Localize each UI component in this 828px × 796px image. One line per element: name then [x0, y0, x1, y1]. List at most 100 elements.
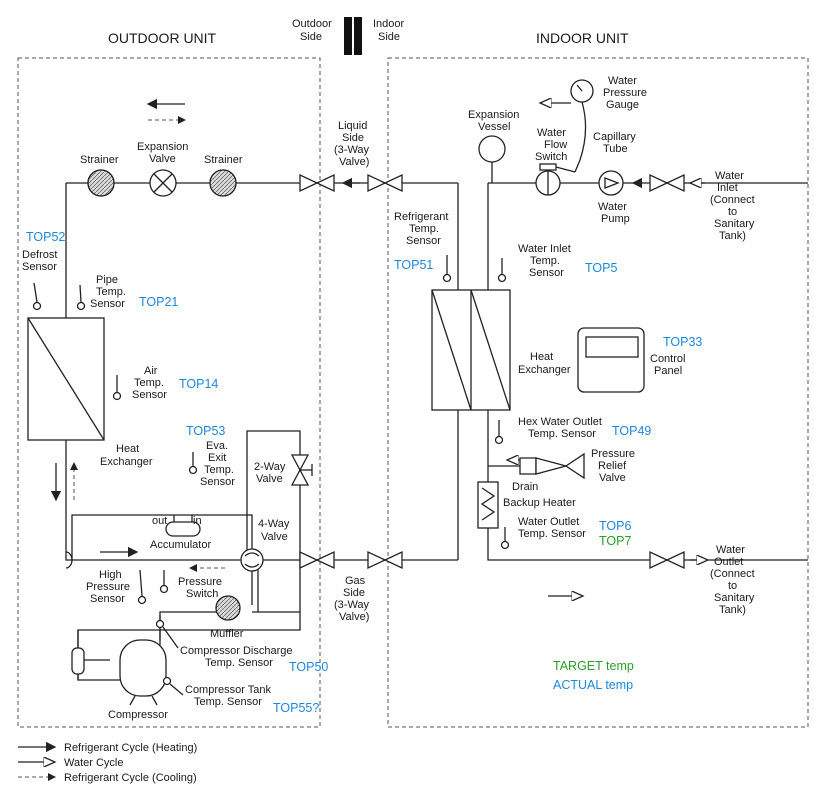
high-pressure-sensor	[137, 569, 147, 605]
defrost-sensor-label: Defrost Sensor	[22, 249, 57, 273]
svg-text:Flow: Flow	[544, 139, 567, 151]
tag-top6: TOP6	[599, 519, 631, 533]
indoor-heat-exchanger-label: Heat Exchanger	[518, 351, 571, 376]
gas-side-valve-outdoor	[299, 550, 335, 570]
svg-text:Pressure: Pressure	[603, 87, 647, 99]
svg-text:Tank): Tank)	[719, 604, 746, 616]
water-pressure-gauge-label: Water Pressure Gauge	[603, 75, 647, 111]
drain-label: Drain	[512, 481, 538, 493]
key-actual-temp: ACTUAL temp	[553, 678, 633, 692]
hex-water-outlet-temp-sensor-label: Hex Water Outlet Temp. Sensor	[518, 416, 602, 440]
four-way-valve	[240, 548, 264, 572]
svg-text:(3-Way: (3-Way	[334, 599, 370, 611]
tag-top5: TOP5	[585, 261, 617, 275]
svg-text:Temp. Sensor: Temp. Sensor	[518, 528, 586, 540]
eva-exit-temp-sensor-label: Eva. Exit Temp. Sensor	[200, 440, 235, 488]
refrigerant-temp-sensor	[442, 255, 452, 283]
air-temp-sensor	[112, 375, 122, 401]
svg-text:Inlet: Inlet	[717, 182, 738, 194]
svg-text:Side: Side	[343, 587, 365, 599]
svg-text:Tube: Tube	[603, 143, 628, 155]
control-panel	[577, 327, 645, 393]
air-temp-sensor-label: Air Temp. Sensor	[132, 365, 167, 401]
svg-text:Temp.: Temp.	[530, 255, 560, 267]
strainer-left-label: Strainer	[80, 154, 119, 166]
svg-text:Switch: Switch	[535, 151, 567, 163]
refrigerant-temp-sensor-label: Refrigerant Temp. Sensor	[394, 211, 448, 247]
svg-text:Sensor: Sensor	[22, 261, 57, 273]
pressure-switch-label: Pressure Switch	[178, 576, 222, 600]
svg-text:Vessel: Vessel	[478, 121, 510, 133]
svg-text:Sensor: Sensor	[90, 298, 125, 310]
svg-text:Switch: Switch	[186, 588, 218, 600]
svg-text:Gauge: Gauge	[606, 99, 639, 111]
svg-text:Water: Water	[608, 75, 637, 87]
strainer-right-label: Strainer	[204, 154, 243, 166]
svg-text:Sensor: Sensor	[132, 389, 167, 401]
hex-water-outlet-temp-sensor	[494, 420, 504, 445]
gas-side-valve-indoor	[367, 550, 403, 570]
svg-text:Pipe: Pipe	[96, 274, 118, 286]
two-way-valve	[290, 454, 313, 486]
svg-text:Valve: Valve	[261, 531, 288, 543]
svg-text:Valve): Valve)	[339, 611, 369, 623]
svg-text:Heat: Heat	[530, 351, 553, 363]
water-outlet-temp-sensor	[500, 527, 510, 550]
compressor-discharge-label: Compressor Discharge Temp. Sensor	[180, 645, 292, 669]
outdoor-side-label: Outdoor Side	[292, 18, 332, 43]
gas-side-label: Gas Side (3-Way Valve)	[334, 575, 370, 623]
indoor-side-label: Indoor Side	[373, 18, 405, 43]
key-target-temp: TARGET temp	[553, 659, 634, 673]
tag-top50: TOP50	[289, 660, 328, 674]
svg-text:(Connect: (Connect	[710, 568, 755, 580]
svg-text:Exchanger: Exchanger	[518, 364, 571, 376]
svg-text:Valve: Valve	[256, 473, 283, 485]
water-inlet-valve	[649, 173, 685, 193]
svg-text:Expansion: Expansion	[137, 141, 188, 153]
svg-text:to: to	[728, 580, 737, 592]
tag-top14: TOP14	[179, 377, 218, 391]
accumulator-out-label: out	[152, 515, 167, 527]
tag-top53: TOP53	[186, 424, 225, 438]
svg-text:Compressor Discharge: Compressor Discharge	[180, 645, 292, 657]
indoor-unit-boundary	[387, 57, 809, 728]
tag-top52: TOP52	[26, 230, 65, 244]
svg-text:Water: Water	[716, 544, 745, 556]
svg-text:4-Way: 4-Way	[258, 518, 290, 530]
svg-text:Side: Side	[378, 31, 400, 43]
svg-text:Sensor: Sensor	[200, 476, 235, 488]
svg-text:Outdoor: Outdoor	[292, 18, 332, 30]
compressor-discharge-sensor	[155, 619, 179, 649]
water-flow-switch	[535, 163, 576, 196]
liquid-side-label: Liquid Side (3-Way Valve)	[334, 120, 370, 168]
svg-text:(Connect: (Connect	[710, 194, 755, 206]
water-inlet-label: Water Inlet (Connect to Sanitary Tank)	[710, 170, 755, 242]
svg-text:Sanitary: Sanitary	[714, 592, 755, 604]
svg-text:Water: Water	[598, 201, 627, 213]
compressor-tank-sensor	[162, 676, 184, 696]
svg-text:Water Inlet: Water Inlet	[518, 243, 571, 255]
svg-text:Capillary: Capillary	[593, 131, 636, 143]
svg-text:Refrigerant: Refrigerant	[394, 211, 448, 223]
tag-top7: TOP7	[599, 534, 631, 548]
tag-top55: TOP55?	[273, 701, 319, 715]
svg-text:Strainer: Strainer	[80, 154, 119, 166]
compressor-tank-label: Compressor Tank Temp. Sensor	[185, 684, 271, 708]
water-pump-label: Water Pump	[598, 201, 630, 225]
svg-text:Sanitary: Sanitary	[714, 218, 755, 230]
muffler-label: Muffler	[210, 628, 244, 640]
svg-text:Compressor Tank: Compressor Tank	[185, 684, 271, 696]
pipe-temp-sensor	[76, 284, 86, 311]
svg-text:Liquid: Liquid	[338, 120, 367, 132]
tag-top33: TOP33	[663, 335, 702, 349]
svg-text:Eva.: Eva.	[206, 440, 228, 452]
compressor-label: Compressor	[108, 709, 168, 721]
svg-text:Indoor: Indoor	[373, 18, 405, 30]
svg-text:High: High	[99, 569, 122, 581]
backup-heater-label: Backup Heater	[503, 497, 576, 509]
pressure-switch	[159, 570, 169, 594]
svg-text:Side: Side	[342, 132, 364, 144]
capillary-tube-label: Capillary Tube	[593, 131, 636, 155]
svg-text:Defrost: Defrost	[22, 249, 57, 261]
four-way-valve-label: 4-Way Valve	[258, 518, 290, 543]
